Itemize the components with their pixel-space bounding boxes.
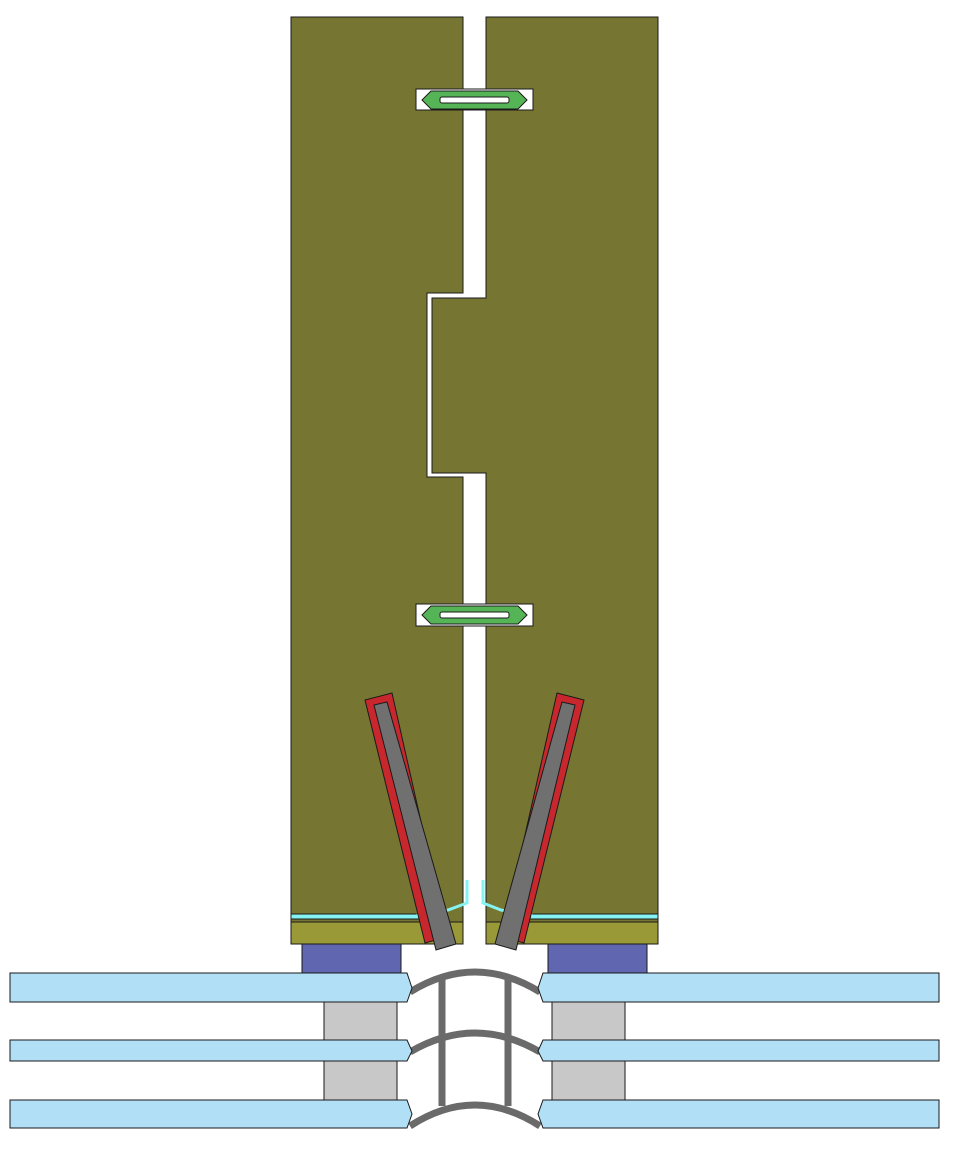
connector-arc-middle [408,1029,542,1056]
clip-slot [439,611,510,619]
column-segment [323,1060,398,1101]
curved-connector-frame [408,968,542,1129]
beam-left [9,1039,413,1062]
connector-arc-lower [408,1101,542,1129]
lower-joint-clip [415,603,534,627]
connector-arc-upper [408,968,542,995]
left-cyan-strip [290,913,422,920]
right-panel-body [431,16,659,945]
beam-lower [9,1099,940,1129]
beam-upper [9,972,940,1003]
left-anchor-rod [364,692,457,951]
right-cyan-strip [527,913,659,920]
beam-middle [9,1039,940,1062]
beam-left [9,972,413,1003]
left-panel-body [290,16,464,945]
upper-joint-clip [415,88,534,111]
left-panel [290,16,469,945]
right-base-block [547,943,648,975]
left-base-block [301,943,402,975]
beam-left [9,1099,413,1129]
beam-right [537,972,940,1003]
right-anchor-rod [494,692,585,951]
column-segment [551,1001,626,1041]
anchor-core [494,701,576,951]
column-segment [551,1060,626,1101]
column-segment [323,1001,398,1041]
clip-slot [439,96,510,104]
anchor-core [373,701,457,951]
right-panel [431,16,659,945]
beam-right [537,1039,940,1062]
beam-right [537,1099,940,1129]
